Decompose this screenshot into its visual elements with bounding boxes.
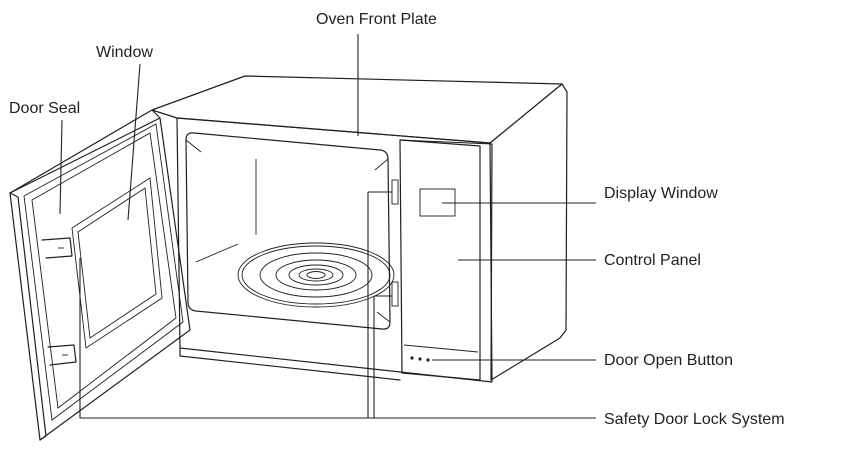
door-seal-label: Door Seal	[9, 100, 80, 117]
oven-front-plate-label: Oven Front Plate	[316, 11, 437, 28]
control-panel-housing	[399, 139, 493, 381]
microwave-cabinet	[151, 75, 568, 383]
leader-lines	[59, 34, 596, 419]
window-label: Window	[96, 44, 153, 61]
oven-cavity	[185, 132, 391, 330]
safety-door-lock-system-label: Safety Door Lock System	[604, 411, 785, 428]
microwave-door	[9, 109, 191, 441]
control-panel-label: Control Panel	[604, 252, 701, 269]
door-open-button-label: Door Open Button	[604, 352, 733, 369]
latch-slots	[391, 179, 399, 307]
door-open-button-dot	[418, 357, 422, 361]
door-open-button-dot	[426, 358, 430, 362]
door-open-button-dot	[410, 356, 414, 360]
display-window-label: Display Window	[604, 185, 718, 202]
turntable	[237, 242, 395, 308]
